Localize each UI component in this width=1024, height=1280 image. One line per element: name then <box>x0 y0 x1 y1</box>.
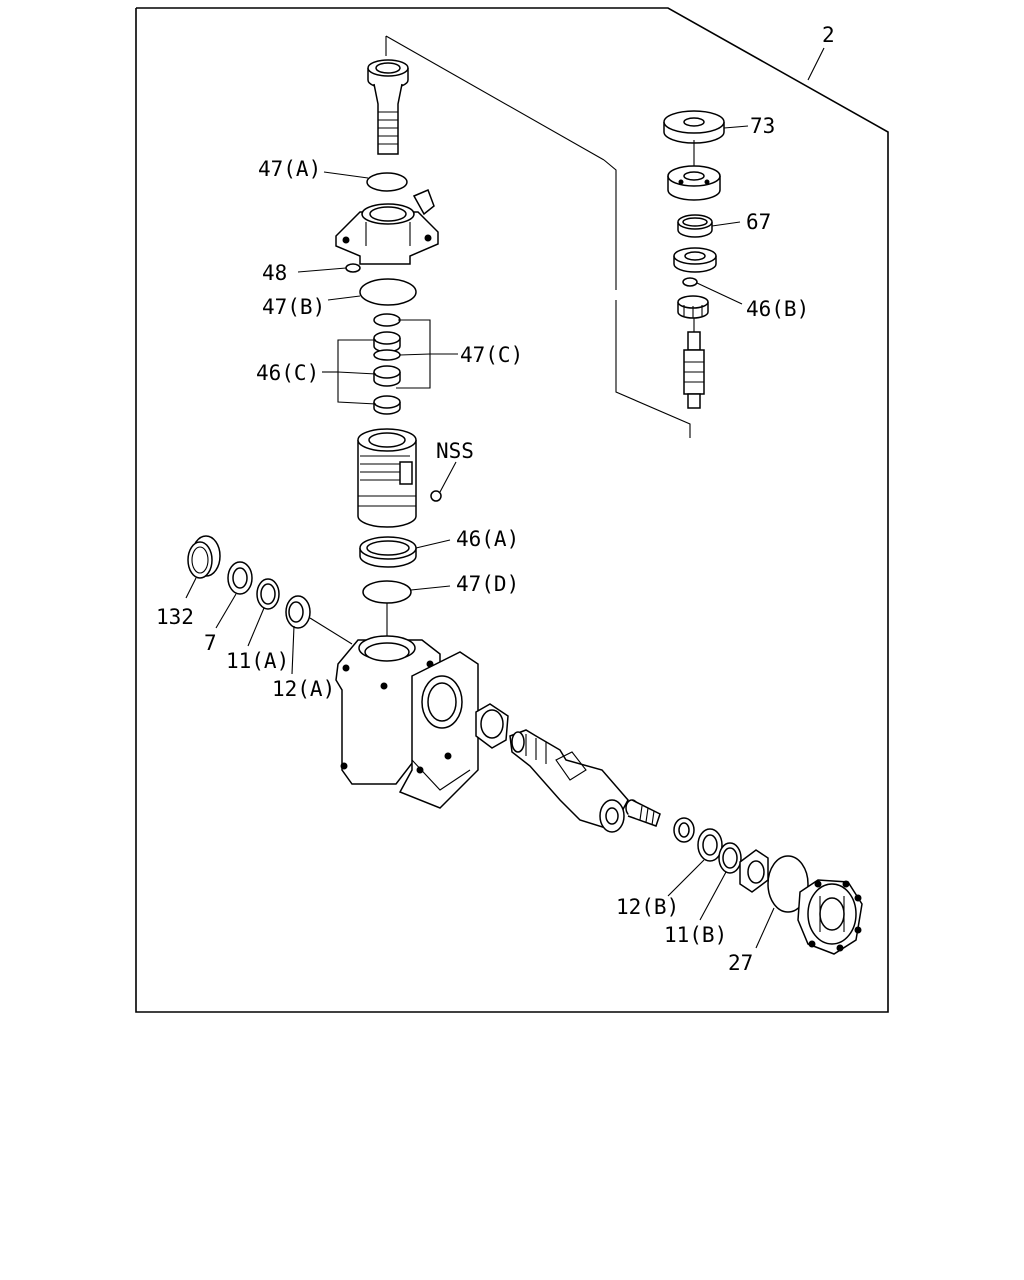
leader-73 <box>723 125 749 129</box>
kit-bracket-line <box>385 35 605 161</box>
needle-bearing <box>475 703 509 749</box>
leader-67 <box>711 221 741 227</box>
leader-12b <box>667 859 705 897</box>
ball-bearing <box>673 247 717 273</box>
bracket-46c <box>337 339 377 405</box>
leader-48 <box>297 267 347 273</box>
adjusting-bolt <box>625 799 661 827</box>
leader-11a <box>247 607 265 647</box>
seal-46b <box>682 277 698 287</box>
valve-sleeve <box>357 428 417 528</box>
leader-47b <box>327 295 361 301</box>
label-47d: 47(D) <box>456 572 519 596</box>
label-nss: NSS <box>436 439 474 463</box>
seal-7 <box>227 561 253 595</box>
bracket-47c <box>399 353 431 356</box>
bracket-46c <box>337 371 377 375</box>
valve-shaft <box>683 318 705 409</box>
leader-132 <box>185 577 197 599</box>
label-12a: 12(A) <box>272 677 335 701</box>
leader-12a <box>291 625 295 675</box>
nut-nss <box>430 490 442 502</box>
oring-47b <box>359 278 417 306</box>
leader-nss <box>439 461 457 493</box>
bushing <box>673 817 695 843</box>
seal-12b <box>697 828 723 862</box>
leader-11b <box>699 871 727 921</box>
needle-bearing-small <box>677 295 709 319</box>
ring-67 <box>677 214 713 238</box>
washer-73 <box>663 110 725 144</box>
seal-stack-47c-46c <box>373 313 401 415</box>
leader-27 <box>755 907 775 949</box>
seal-46a <box>359 536 417 568</box>
label-132: 132 <box>156 605 194 629</box>
leader-47d <box>410 585 451 591</box>
label-73: 73 <box>750 114 775 138</box>
kit-bracket-line <box>615 300 691 438</box>
diagram-frame <box>135 7 889 1013</box>
label-46c: 46(C) <box>256 361 319 385</box>
label-47c: 47(C) <box>460 343 523 367</box>
label-kit: 2 <box>822 23 835 47</box>
seal-11a <box>256 578 280 610</box>
label-47b: 47(B) <box>262 295 325 319</box>
label-11b: 11(B) <box>664 923 727 947</box>
seal-132 <box>187 535 221 579</box>
leader-47a <box>323 171 369 179</box>
label-46b: 46(B) <box>746 297 809 321</box>
oring-27 <box>767 855 809 913</box>
label-12b: 12(B) <box>616 895 679 919</box>
label-46a: 46(A) <box>456 527 519 551</box>
bearing-housing <box>667 140 721 201</box>
kit-leader <box>807 47 825 81</box>
seal-12a <box>285 595 311 629</box>
valve-body-cover <box>335 189 439 265</box>
label-48: 48 <box>262 261 287 285</box>
label-47a: 47(A) <box>258 157 321 181</box>
end-nut <box>739 849 769 893</box>
label-27: 27 <box>728 951 753 975</box>
leader-12a-housing <box>309 617 353 645</box>
adjuster-stud <box>367 59 409 155</box>
sector-shaft <box>509 729 629 833</box>
leader-7 <box>215 593 237 629</box>
leader-46a <box>415 539 451 549</box>
label-67: 67 <box>746 210 771 234</box>
end-cover <box>797 879 863 955</box>
oring-47a <box>366 172 408 192</box>
seal-11b <box>718 842 742 874</box>
leader-46b <box>696 282 743 305</box>
kit-bracket-line <box>603 159 617 290</box>
gear-housing <box>335 635 479 809</box>
oring-47d <box>362 580 412 604</box>
label-11a: 11(A) <box>226 649 289 673</box>
washer-48 <box>345 263 361 273</box>
label-7: 7 <box>204 631 217 655</box>
